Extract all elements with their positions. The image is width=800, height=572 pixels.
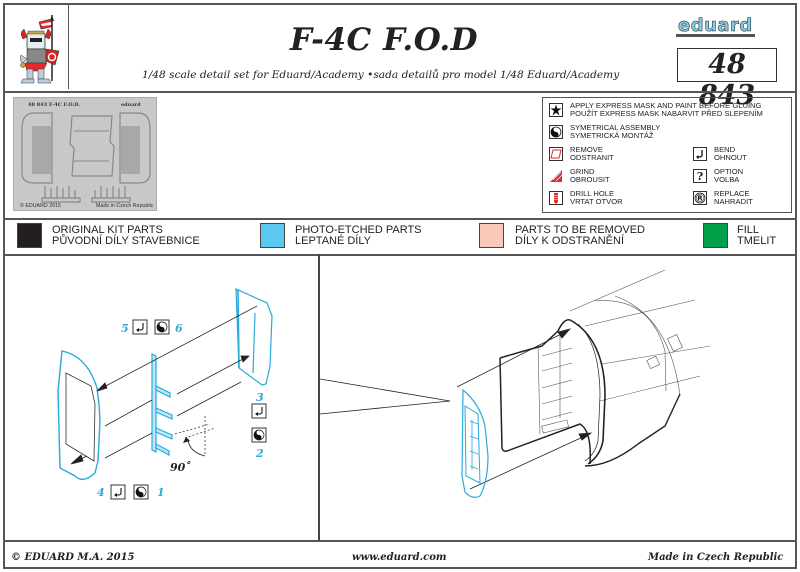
color-key-divider — [3, 254, 797, 256]
louvers — [537, 334, 573, 435]
knight-mascot-icon — [20, 15, 60, 84]
brand-logo: eduard — [676, 15, 755, 37]
angle-arc — [187, 438, 206, 457]
footer-divider — [3, 540, 797, 542]
pe-comb-strip — [151, 353, 173, 457]
grind-icon — [549, 169, 563, 183]
leader-lines — [320, 378, 451, 415]
fuselage-bottom — [584, 393, 681, 467]
bend-icon — [693, 147, 707, 162]
part-number-2: 2 — [255, 447, 264, 460]
footer-origin: Made in Czech Republic — [648, 552, 784, 563]
question-icon: ? — [693, 169, 707, 184]
photo-etch-fret-image: 48 843 F-4C F.O.D. eduard © EDUARD 2015 … — [13, 97, 157, 211]
bend-icon — [110, 484, 126, 500]
part-number-6: 6 — [175, 322, 183, 335]
yin-yang-icon — [549, 125, 563, 140]
remove-icon — [549, 147, 563, 162]
star-mask-icon — [549, 103, 563, 118]
pe-panel-left — [57, 350, 101, 481]
installation-arrows — [456, 328, 593, 490]
color-key-swatch-pe — [260, 223, 285, 248]
part-number-4: 4 — [97, 486, 105, 499]
part-number-1: 1 — [157, 486, 165, 499]
page-frame — [3, 3, 797, 569]
svg-text:R: R — [697, 195, 703, 203]
color-key-swatch-kit — [17, 223, 42, 248]
page-subtitle: 1/48 scale detail set for Eduard/Academy… — [142, 69, 620, 81]
footer-website[interactable]: www.eduard.com — [352, 552, 447, 563]
panel-divider — [318, 254, 320, 540]
fret-copyright: © EDUARD 2015 — [20, 203, 61, 209]
angle-label: 90˚ — [170, 461, 191, 474]
bend-icon — [132, 319, 148, 335]
footer-copyright: © EDUARD M.A. 2015 — [11, 552, 135, 563]
splitter-plate — [499, 357, 592, 465]
angle-guide — [174, 416, 216, 454]
fuselage-outline — [569, 269, 711, 402]
bend-icon — [251, 403, 267, 419]
part-number-5: 5 — [121, 322, 129, 335]
intake-lip — [571, 320, 606, 465]
pe-panel-installed — [461, 388, 489, 498]
fret-origin: Made in Czech Republic — [96, 203, 154, 209]
replace-icon: R — [693, 191, 707, 206]
assembly-arrows — [70, 305, 258, 465]
pe-panel-right — [235, 288, 273, 386]
mascot-logo — [5, 5, 69, 89]
installation-diagram — [320, 269, 711, 498]
fret-brand: eduard — [121, 102, 141, 108]
fret-title: 48 843 F-4C F.O.D. — [28, 102, 80, 108]
assembly-diagram-exploded: 90˚ 5 6 3 2 4 1 — [57, 288, 273, 500]
symbol-legend: APPLY EXPRESS MASK AND PAINT BEFORE GLUI… — [542, 97, 792, 213]
header-divider — [3, 91, 797, 93]
legend-divider — [3, 218, 797, 220]
fret-parts-outline — [21, 112, 151, 203]
page-title: F-4C F.O.D — [290, 22, 479, 58]
catalog-number: 48 843 — [677, 48, 777, 111]
color-key-swatch-fill — [703, 223, 728, 248]
part-number-3: 3 — [256, 391, 264, 404]
drill-icon — [549, 191, 563, 206]
angle-arrow — [183, 437, 190, 443]
color-key-swatch-remove — [479, 223, 504, 248]
legend-item-mask: APPLY EXPRESS MASK AND PAINT BEFORE GLUI… — [549, 101, 763, 119]
